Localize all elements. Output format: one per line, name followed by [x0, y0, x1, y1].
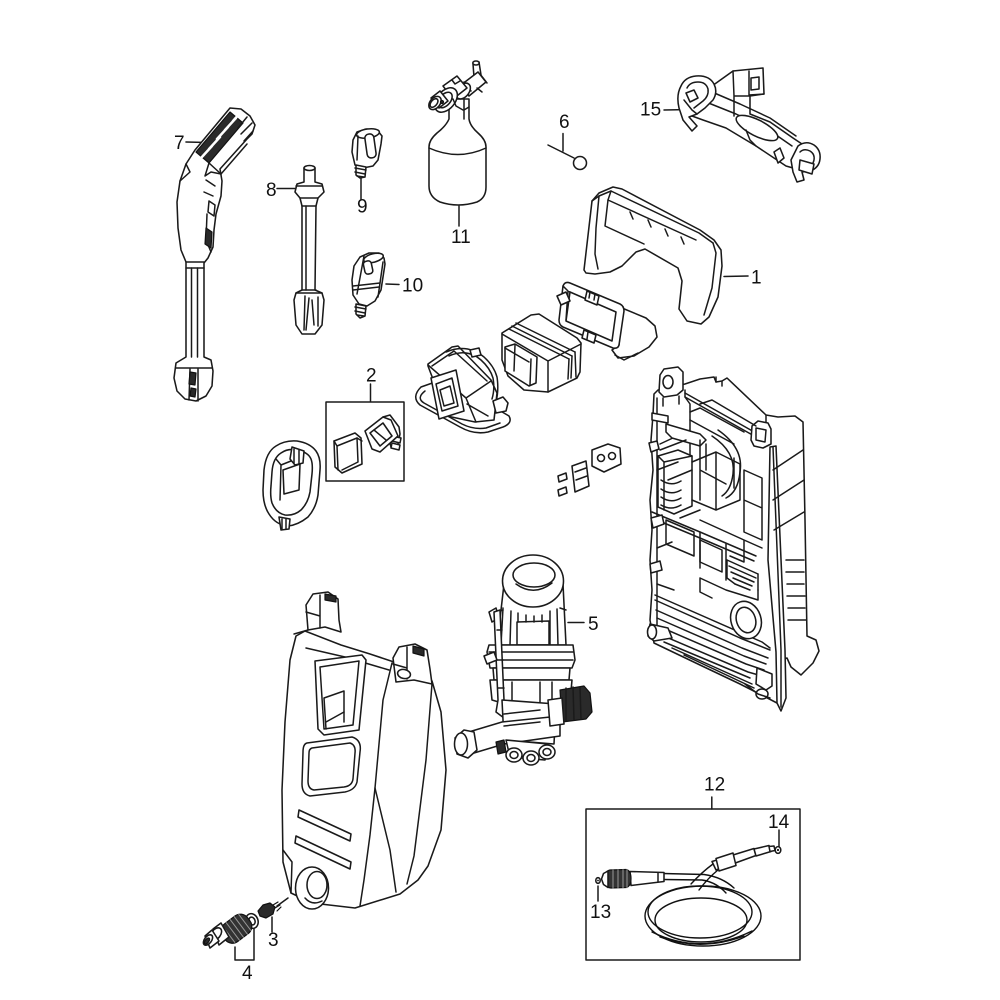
svg-text:14: 14 [768, 812, 790, 833]
svg-text:1: 1 [751, 268, 762, 289]
svg-text:8: 8 [266, 180, 277, 201]
svg-text:9: 9 [357, 197, 368, 218]
svg-text:13: 13 [590, 902, 611, 923]
svg-text:12: 12 [704, 775, 725, 796]
svg-text:11: 11 [451, 227, 471, 248]
svg-text:10: 10 [402, 276, 423, 297]
svg-text:6: 6 [559, 112, 570, 133]
svg-text:2: 2 [366, 366, 377, 387]
svg-text:4: 4 [242, 963, 253, 984]
svg-text:5: 5 [588, 614, 599, 635]
svg-text:15: 15 [640, 100, 661, 121]
svg-text:3: 3 [268, 930, 279, 951]
svg-text:7: 7 [174, 133, 185, 154]
